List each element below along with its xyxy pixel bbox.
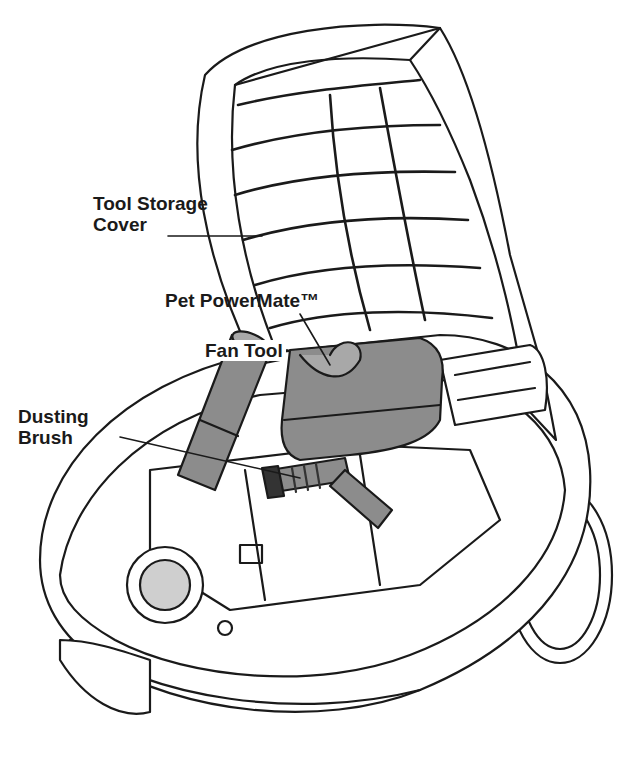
- fan-tool-band: [200, 420, 238, 436]
- latch: [240, 545, 262, 563]
- hose-port: [127, 547, 203, 623]
- hinge-detail: [455, 362, 535, 400]
- button: [218, 621, 232, 635]
- powermate-neck: [300, 342, 361, 376]
- part-label: Tool Storage Cover: [93, 193, 218, 235]
- pet-powermate: [282, 338, 443, 460]
- dusting-brush-neck: [330, 470, 392, 528]
- brush-ribs: [292, 464, 320, 492]
- hose-port-inner: [140, 560, 190, 610]
- lid-edge: [235, 28, 440, 85]
- lid-edge: [410, 28, 440, 60]
- part-label: Dusting Brush: [18, 406, 118, 448]
- leader-lines: [120, 236, 330, 478]
- hinge-housing: [440, 345, 547, 425]
- part-label: Pet PowerMate™: [165, 290, 365, 311]
- tray-divider: [245, 455, 380, 600]
- handle-grip: [60, 640, 150, 714]
- powermate-seam: [284, 405, 440, 420]
- part-label: Fan Tool: [205, 340, 286, 361]
